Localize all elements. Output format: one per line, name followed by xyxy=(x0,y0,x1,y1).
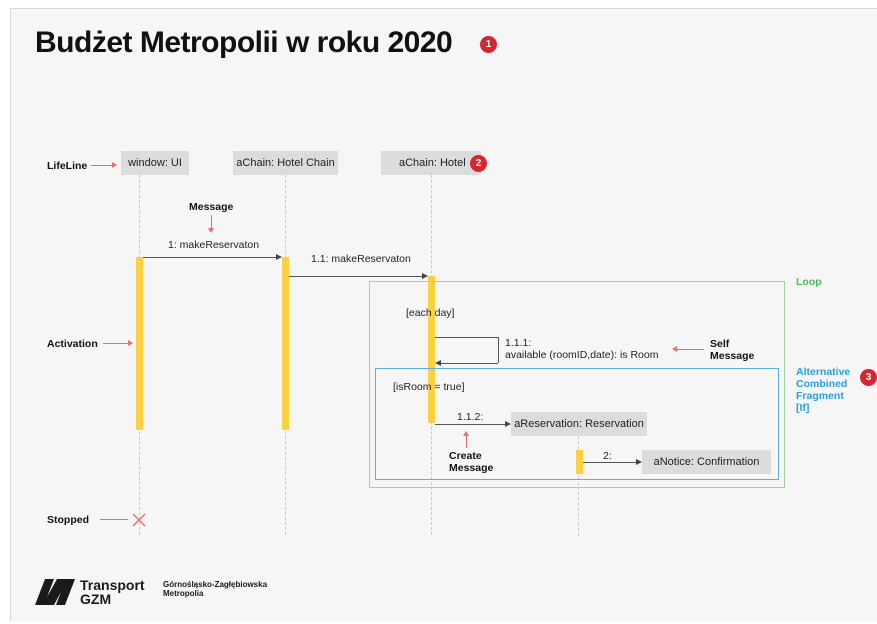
message-1-label: 1: makeReservaton xyxy=(168,239,260,251)
self-message-number: 1.1.1: xyxy=(505,337,532,349)
annotation-create-arrow xyxy=(466,436,467,448)
message-notice-line xyxy=(583,462,636,463)
message-2-line xyxy=(289,276,422,277)
self-message-bottom xyxy=(441,363,498,364)
annotation-self-arrow xyxy=(677,349,704,350)
lifeline-dash-reservation xyxy=(578,436,579,536)
activation-chain xyxy=(282,257,289,430)
message-2-label: 1.1: makeReservaton xyxy=(311,253,411,265)
alt-label-line2: Combined xyxy=(796,378,848,390)
badge-3: 3 xyxy=(860,369,877,386)
create-message-line xyxy=(435,424,505,425)
lifeline-notice: aNotice: Confirmation xyxy=(642,450,771,474)
stop-x-icon xyxy=(132,513,146,527)
annotation-create-line1: Create xyxy=(449,450,482,462)
annotation-lifeline-arrow xyxy=(91,165,113,166)
annotation-lifeline: LifeLine xyxy=(47,160,88,172)
annotation-message-arrow xyxy=(211,215,212,228)
annotation-create-arrowhead xyxy=(463,431,469,436)
annotation-stopped-arrow xyxy=(100,519,128,520)
guard-each-day: [each day] xyxy=(406,307,455,319)
alt-label-line1: Alternative xyxy=(796,366,851,378)
alt-fragment xyxy=(375,368,779,480)
create-message-arrowhead xyxy=(505,421,511,427)
annotation-message-arrowhead xyxy=(208,228,214,233)
create-message-number: 1.1.2: xyxy=(457,411,484,423)
annotation-stopped: Stopped xyxy=(47,514,89,526)
loop-fragment xyxy=(369,281,785,488)
self-message-top xyxy=(435,337,498,338)
annotation-lifeline-arrowhead xyxy=(112,162,117,168)
slide-frame xyxy=(10,8,877,621)
logo-text-line1: Transport xyxy=(80,577,145,593)
message-1-line xyxy=(143,257,276,258)
annotation-message: Message xyxy=(189,201,234,213)
annotation-self-arrowhead xyxy=(672,346,677,352)
page-title: Budżet Metropolii w roku 2020 xyxy=(35,26,453,59)
self-message-label: available (roomID,date): is Room xyxy=(505,349,659,361)
activation-reservation xyxy=(576,450,583,474)
annotation-create-line2: Message xyxy=(449,462,494,474)
activation-hotel xyxy=(428,276,435,423)
message-1-arrowhead xyxy=(276,254,282,260)
self-message-side xyxy=(498,337,499,363)
annotation-self-line1: Self xyxy=(710,338,730,350)
activation-window xyxy=(136,257,143,430)
alt-label-line4: [If] xyxy=(796,402,810,414)
org-name-line2: Metropolia xyxy=(163,589,204,598)
lifeline-reservation: aReservation: Reservation xyxy=(511,412,647,436)
message-2-arrowhead xyxy=(422,273,428,279)
message-notice-number: 2: xyxy=(603,450,612,462)
org-name-line1: Górnośląsko-Zagłębiowska xyxy=(163,580,268,589)
self-message-arrowhead xyxy=(435,360,441,366)
badge-2: 2 xyxy=(470,155,487,172)
annotation-activation: Activation xyxy=(47,338,98,350)
transport-gzm-logo-icon xyxy=(35,579,75,605)
message-notice-arrowhead xyxy=(636,459,642,465)
alt-label-line3: Fragment xyxy=(796,390,844,402)
lifeline-hotel-chain: aChain: Hotel Chain xyxy=(233,151,338,175)
annotation-activation-arrowhead xyxy=(128,340,133,346)
loop-label: Loop xyxy=(796,276,822,288)
lifeline-window-ui: window: UI xyxy=(121,151,189,175)
badge-1: 1 xyxy=(480,36,497,53)
lifeline-hotel: aChain: Hotel xyxy=(381,151,481,175)
annotation-activation-arrow xyxy=(103,343,128,344)
guard-is-room: [isRoom = true] xyxy=(393,381,465,393)
annotation-self-line2: Message xyxy=(710,350,755,362)
logo-text-line2: GZM xyxy=(80,591,112,607)
